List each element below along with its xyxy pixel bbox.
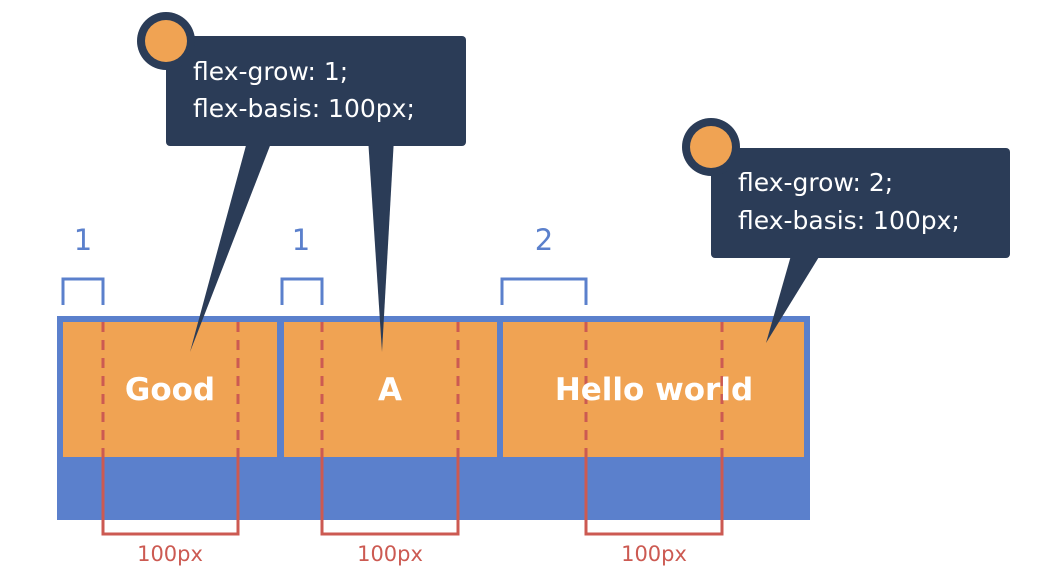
basis-brackets (101, 457, 724, 536)
callout-pointer-hello (766, 252, 822, 343)
grow-label-a: 1 (292, 223, 310, 257)
basis-label-a: 100px (357, 542, 423, 566)
callout-2-line2: flex-basis: 100px; (738, 206, 960, 235)
basis-label-good: 100px (137, 542, 203, 566)
callout-box-2 (711, 148, 1010, 258)
item-label-good: Good (125, 372, 215, 408)
basis-label-hello: 100px (621, 542, 687, 566)
callout-pointer-a (368, 138, 394, 352)
flex-item-good (63, 322, 277, 457)
grow-brackets (61, 277, 588, 305)
basis-bracket-hello (584, 457, 724, 536)
basis-guides (101, 322, 724, 457)
callout-2-line1: flex-grow: 2; (738, 168, 893, 197)
grow-bracket-good (61, 277, 105, 305)
grow-label-hello: 2 (535, 223, 553, 257)
callout-pointer-good (190, 138, 273, 352)
callout-1-line2: flex-basis: 100px; (193, 94, 415, 123)
callout-dot-1-inner (145, 20, 187, 62)
callout-grow-1: flex-grow: 1; flex-basis: 100px; (137, 12, 466, 352)
grow-label-good: 1 (74, 223, 92, 257)
item-label-a: A (378, 372, 402, 408)
callout-grow-2: flex-grow: 2; flex-basis: 100px; (682, 118, 1010, 343)
callout-1-line1: flex-grow: 1; (193, 57, 348, 86)
grow-bracket-a (280, 277, 324, 305)
callout-box-1 (166, 36, 466, 146)
flex-item-a (284, 322, 497, 457)
item-label-hello: Hello world (555, 372, 753, 408)
basis-bracket-good (101, 457, 240, 536)
basis-bracket-a (320, 457, 460, 536)
grow-bracket-hello (500, 277, 588, 305)
callout-dot-2-inner (690, 126, 732, 168)
flex-item-hello-world (503, 322, 804, 457)
